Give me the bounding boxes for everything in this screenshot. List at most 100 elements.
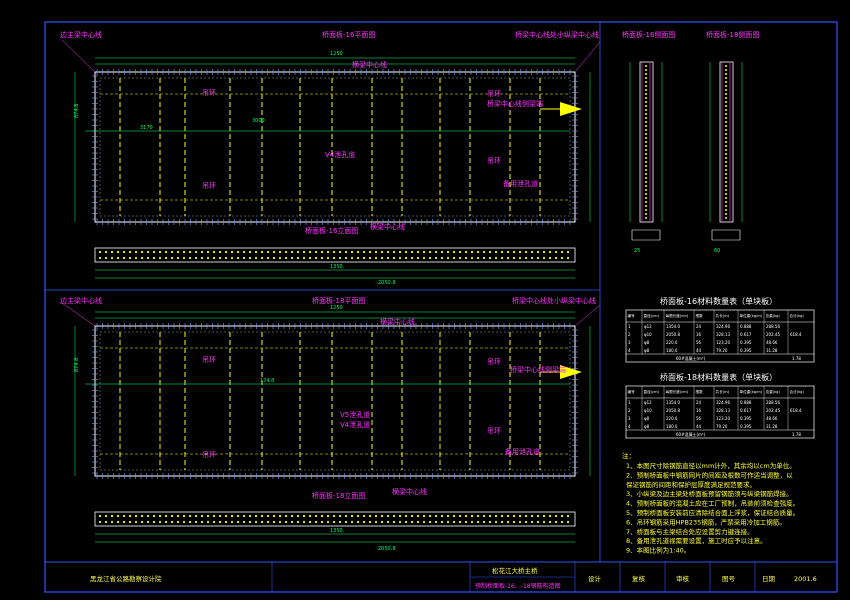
table-header: 根数	[696, 389, 704, 394]
rebar-dot	[326, 250, 330, 254]
table-cell: 324.96	[716, 324, 730, 329]
table-cell: φ8	[644, 416, 650, 421]
rebar-dot	[164, 250, 168, 254]
tb-drawing-no-label: 图号	[722, 575, 736, 583]
rebar-dot	[428, 514, 432, 518]
rebar-dot	[254, 256, 258, 260]
plan-bottom-right-label: 桥梁中心线处小纵梁中心线	[512, 296, 596, 305]
note-line: 1、本图尺寸除钢筋直径以mm计外，其余均以cm为单位。	[626, 461, 796, 470]
rebar-dot	[560, 256, 564, 260]
table-cell: 3	[628, 340, 631, 345]
rebar-dot	[266, 520, 270, 524]
rebar-dot	[464, 256, 468, 260]
rebar-dot	[512, 256, 516, 260]
rebar-dot	[188, 256, 192, 260]
table-header: 共长(m)	[716, 389, 730, 394]
rebar-dot	[158, 250, 162, 254]
elevation-outline	[94, 247, 576, 263]
elev-bottom-title: 桥面板-18立面图	[312, 491, 365, 500]
side-view-rebar	[641, 62, 731, 222]
rebar-dot	[452, 514, 456, 518]
rebar-dot	[725, 185, 727, 187]
rebar-dot	[116, 514, 120, 518]
rebar-dot	[416, 250, 420, 254]
rebar-dot	[152, 256, 156, 260]
side-view-18-title: 桥面板-18侧面图	[706, 30, 759, 39]
rebar-dot	[230, 250, 234, 254]
rebar-dot	[170, 250, 174, 254]
rebar-dot	[476, 514, 480, 518]
rebar-dot	[362, 256, 366, 260]
rebar-dot	[344, 514, 348, 518]
rebar-dot	[260, 514, 264, 518]
table-cell: 618.4	[790, 408, 802, 413]
elev-bottom-label: 横梁中心线	[392, 487, 427, 496]
rebar-dot	[422, 250, 426, 254]
rebar-dot	[146, 514, 150, 518]
side-section-1	[631, 229, 661, 241]
rebar-dot	[302, 256, 306, 260]
rebar-dot	[416, 520, 420, 524]
rebar-dot	[524, 514, 528, 518]
rebar-dot	[320, 250, 324, 254]
rebar-dot	[356, 520, 360, 524]
rebar-dot	[374, 520, 378, 524]
rebar-dot	[242, 250, 246, 254]
rebar-dot	[284, 250, 288, 254]
rebar-dot	[278, 514, 282, 518]
rebar-dot	[725, 73, 727, 75]
rebar-dot	[314, 514, 318, 518]
side-view-18-outline	[719, 61, 734, 223]
rebar-dot	[260, 250, 264, 254]
rebar-dot	[194, 256, 198, 260]
rebar-dot	[518, 250, 522, 254]
rebar-dot	[422, 256, 426, 260]
rebar-dot	[380, 250, 384, 254]
table-cell: φ12	[644, 324, 652, 329]
rebar-dot	[290, 520, 294, 524]
rebar-dot	[302, 520, 306, 524]
plan-top-hoist-ring-1: 吊环	[202, 89, 216, 97]
rebar-dot	[458, 520, 462, 524]
rebar-dot	[266, 256, 270, 260]
rebar-dot	[272, 256, 276, 260]
rebar-dot	[368, 520, 372, 524]
rebar-dot	[188, 250, 192, 254]
rebar-dot	[645, 73, 647, 75]
rebar-dot	[645, 181, 647, 183]
rebar-dot	[344, 256, 348, 260]
table-cell: 31.28	[766, 424, 778, 429]
rebar-dot	[206, 520, 210, 524]
rebar-dot	[500, 256, 504, 260]
rebar-dot	[500, 520, 504, 524]
rebar-dot	[320, 514, 324, 518]
rebar-dot	[566, 250, 570, 254]
rebar-dot	[368, 256, 372, 260]
table-cell: 328.13	[716, 332, 730, 337]
table-cell: 44	[696, 348, 702, 353]
rebar-dot	[500, 514, 504, 518]
rebar-verticals	[119, 78, 541, 216]
rebar-dot	[725, 181, 727, 183]
rebar-dot	[182, 256, 186, 260]
plan-view-18: 桥面板-18平面图 边主梁中心线 桥梁中心线处小纵梁中心线 横梁中心线 吊环 吊…	[60, 296, 601, 479]
rebar-dot	[566, 256, 570, 260]
rebar-dot	[645, 145, 647, 147]
table-cell: 123.20	[716, 416, 730, 421]
rebar-dot	[332, 256, 336, 260]
rebar-dot	[362, 520, 366, 524]
rebar-dot	[104, 250, 108, 254]
rebar-dot	[645, 165, 647, 167]
rebar-dot	[200, 520, 204, 524]
note-line: 7、桥面板与主梁结合处应设置剪力键连接。	[626, 527, 754, 536]
plan-top-dim-top: 1250	[330, 51, 343, 57]
rebar-dot	[725, 145, 727, 147]
rebar-dot	[518, 514, 522, 518]
rebar-dot	[434, 256, 438, 260]
rebar-dot	[500, 250, 504, 254]
rebar-dot	[344, 250, 348, 254]
rebar-dot	[278, 250, 282, 254]
rebar-dot	[645, 133, 647, 135]
table-cell: 0.888	[740, 324, 752, 329]
